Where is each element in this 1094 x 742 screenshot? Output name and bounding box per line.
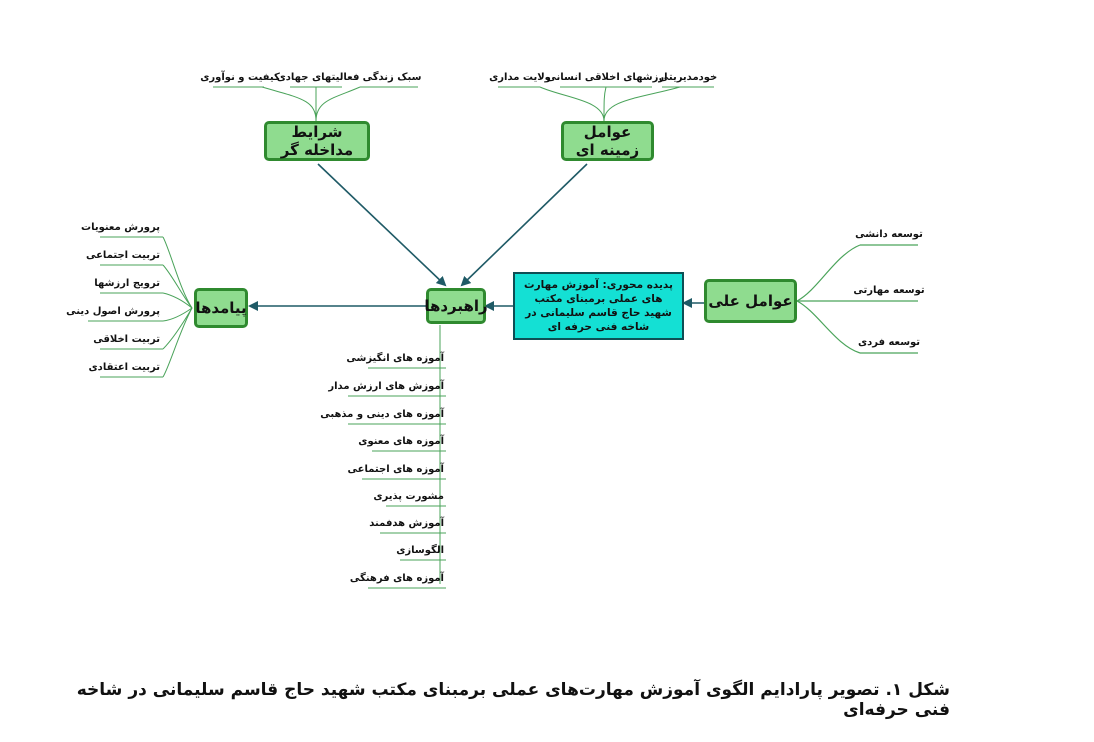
outcome-item: پرورش اصول دینی: [66, 306, 160, 317]
causal-node: عوامل علی: [704, 279, 797, 323]
context-item: ولایت مداری: [489, 72, 551, 83]
moderator-item: سبک زندگی: [362, 72, 422, 83]
context-item: خودمدیریتی: [658, 72, 718, 83]
moderator-item: فعالیتهای جهادی: [276, 72, 360, 83]
outcome-item: تربیت اعتقادی: [88, 362, 160, 373]
strategy-branches: [348, 325, 446, 589]
outcome-item: ترویج ارزشها: [94, 278, 160, 289]
outcome-branches: [88, 236, 193, 378]
context-item: ارزشهای اخلاقی انسانی: [546, 72, 668, 83]
outcome-item: پرورش معنویات: [81, 222, 160, 233]
outcome-item: تربیت اخلاقی: [93, 334, 160, 345]
strategy-item: آموزه های اجتماعی: [347, 464, 445, 475]
strategy-item: آموزش های ارزش مدار: [328, 381, 444, 392]
outcomes-node: پیامدها: [194, 288, 248, 328]
strategy-item: آموزه های فرهنگی: [349, 573, 444, 584]
phenomenon-node: پدیده محوری: آموزش مهارت های عملی برمبنا…: [513, 272, 684, 340]
strategy-item: آموزه های معنوی: [358, 436, 444, 447]
strategies-node: راهبردها: [424, 288, 488, 324]
strategy-item: آموزه های دینی و مذهبی: [320, 409, 444, 420]
moderator-item: کیفیت و نوآوری: [200, 72, 280, 83]
arrow-moderators-to-strategies: [317, 163, 447, 287]
strategy-item: الگوسازی: [396, 545, 444, 556]
strategy-item: مشورت پذیری: [373, 491, 444, 502]
causal-item: توسعه فردی: [857, 337, 921, 348]
figure-caption: شکل ۱. تصویر پارادایم الگوی آموزش مهارت‌…: [76, 680, 950, 720]
context-branches: [498, 86, 714, 122]
outcome-item: تربیت اجتماعی: [85, 250, 160, 261]
strategy-item: آموزه های انگیزشی: [346, 353, 444, 364]
causal-item: توسعه مهارتی: [853, 285, 925, 296]
moderator-branches: [213, 86, 418, 122]
moderators-node: شرایط مداخله گر: [264, 121, 370, 161]
causal-item: توسعه دانشی: [855, 229, 923, 240]
context-node: عوامل زمینه ای: [561, 121, 654, 161]
strategy-item: آموزش هدفمند: [369, 518, 444, 529]
arrow-context-to-strategies: [460, 163, 588, 287]
causal-branches: [796, 244, 918, 354]
